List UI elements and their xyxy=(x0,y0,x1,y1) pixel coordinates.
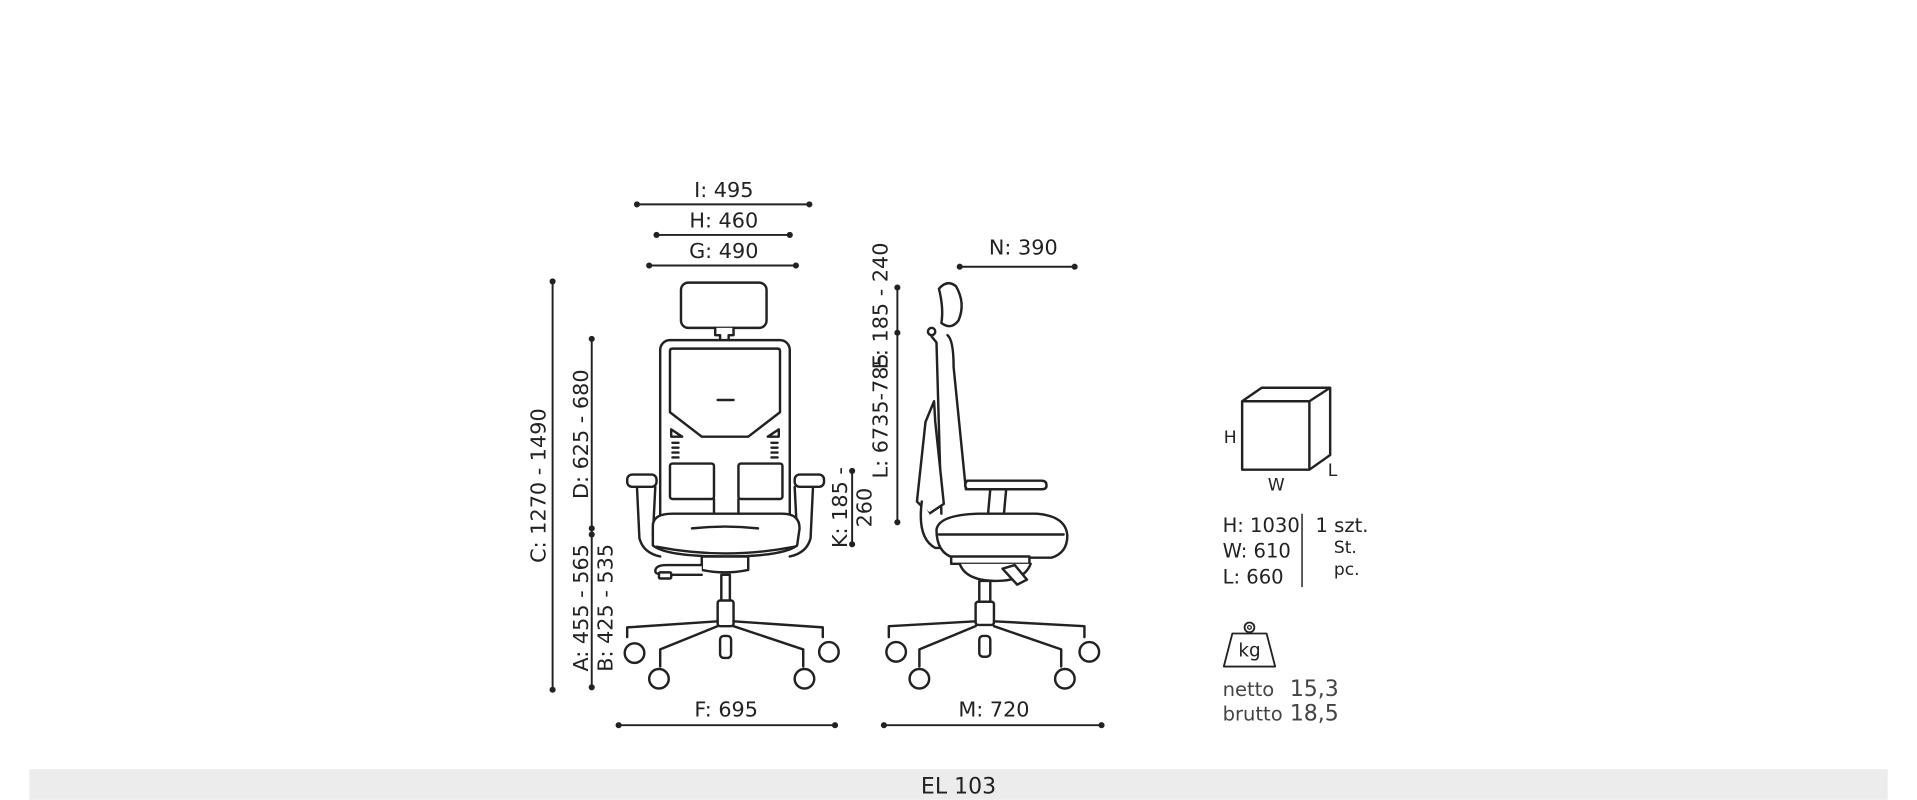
dim-label-k-2: 260 xyxy=(853,488,877,528)
package-height: H: 1030 xyxy=(1223,514,1300,537)
gross-weight-value: 18,5 xyxy=(1290,701,1339,726)
box-label-w: W xyxy=(1268,475,1285,495)
quantity-label-de: St. xyxy=(1334,538,1357,558)
dim-label-l: L: 6735-785 xyxy=(869,353,893,478)
dim-label-b: B: 425 - 535 xyxy=(594,544,618,672)
dim-label-f: F: 695 xyxy=(694,698,758,722)
dim-label-m: M: 720 xyxy=(958,698,1029,722)
dim-label-h: H: 460 xyxy=(689,209,758,233)
dim-label-i: I: 495 xyxy=(694,178,753,202)
box-label-l: L xyxy=(1328,461,1338,481)
dim-label-c: C: 1270 - 1490 xyxy=(526,408,550,562)
quantity-label-en: pc. xyxy=(1334,560,1360,580)
quantity-label: 1 szt. xyxy=(1315,514,1368,537)
dim-label-a: A: 455 - 565 xyxy=(569,544,593,671)
net-weight-label: netto xyxy=(1223,678,1275,701)
package-box-icon xyxy=(1240,386,1332,471)
package-width: W: 610 xyxy=(1223,540,1291,563)
weight-icon-label: kg xyxy=(1238,641,1260,662)
front-view-chair xyxy=(623,281,840,690)
weight-icon xyxy=(1222,621,1277,668)
dim-label-e: E: 185 - 240 xyxy=(869,243,893,370)
model-name: EL 103 xyxy=(921,775,996,800)
dim-label-n: N: 390 xyxy=(989,236,1058,260)
side-view-chair xyxy=(885,281,1101,690)
dim-label-g: G: 490 xyxy=(689,239,758,263)
gross-weight-label: brutto xyxy=(1223,702,1283,725)
net-weight-value: 15,3 xyxy=(1290,677,1339,702)
dim-label-k: K: 185 - xyxy=(828,467,852,548)
dimension-lines xyxy=(549,201,1105,729)
footer-bar xyxy=(29,769,1888,800)
dim-label-d: D: 625 - 680 xyxy=(569,369,593,499)
package-length: L: 660 xyxy=(1223,565,1284,588)
box-label-h: H xyxy=(1224,428,1237,448)
